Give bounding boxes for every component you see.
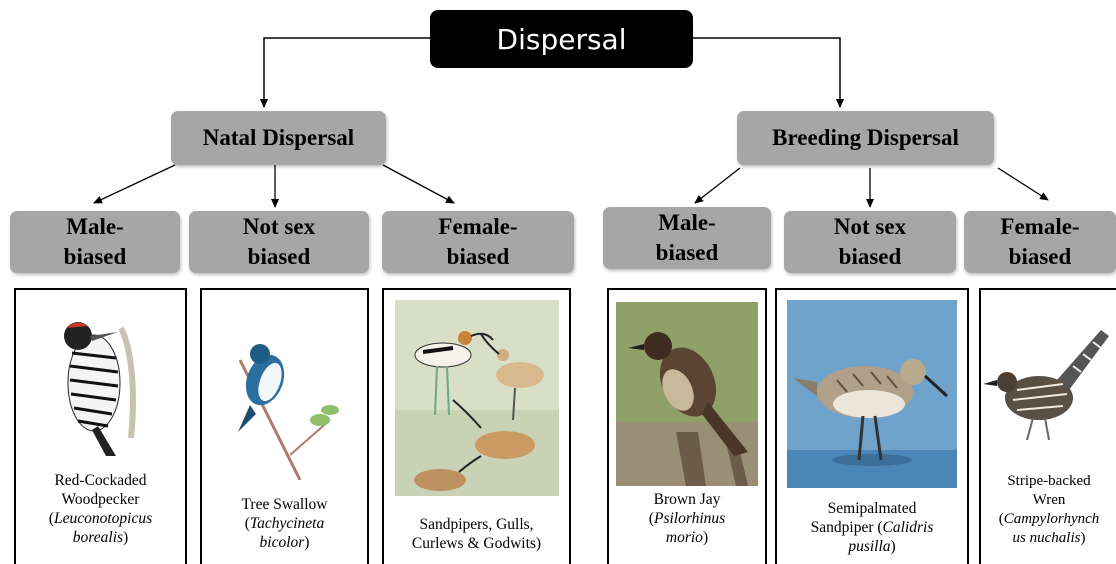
root-node-dispersal: Dispersal [430, 10, 693, 68]
species-caption-semipalmated-sandpiper: Semipalmated Sandpiper (Calidris pusilla… [779, 499, 965, 556]
breeding-male-biased-node: Male-biased [603, 207, 771, 269]
species-card-shorebirds: Sandpipers, Gulls, Curlews & Godwits) [382, 288, 571, 564]
species-card-stripe-backed-wren: Stripe-backed Wren (Campylorhynch us nuc… [979, 288, 1116, 564]
natal-female-biased-node: Female-biased [382, 211, 574, 273]
species-card-tree-swallow: Tree Swallow (Tachycineta bicolor) [200, 288, 369, 564]
woodpecker-icon [36, 308, 166, 458]
species-caption-tree-swallow: Tree Swallow (Tachycineta bicolor) [204, 495, 365, 552]
species-caption-woodpecker: Red-Cockaded Woodpecker (Leuconotopicus … [18, 471, 183, 547]
shorebirds-icon [395, 300, 559, 496]
natal-to-female-arrow [383, 165, 454, 203]
root-to-natal-arrow [264, 38, 430, 107]
species-card-semipalmated-sandpiper: Semipalmated Sandpiper (Calidris pusilla… [775, 288, 969, 564]
breeding-dispersal-node: Breeding Dispersal [737, 111, 994, 165]
sandpiper-icon [787, 300, 957, 488]
root-to-breeding-arrow [693, 38, 840, 107]
jay-icon [616, 302, 758, 486]
breeding-to-male-arrow [695, 168, 740, 203]
wren-icon [983, 320, 1115, 450]
breeding-female-biased-node: Female-biased [964, 211, 1116, 273]
species-caption-stripe-backed-wren: Stripe-backed Wren (Campylorhynch us nuc… [983, 472, 1115, 548]
natal-to-male-arrow [94, 165, 175, 203]
species-caption-brown-jay: Brown Jay (Psilorhinus morio) [611, 490, 763, 547]
species-caption-shorebirds: Sandpipers, Gulls, Curlews & Godwits) [386, 515, 567, 553]
breeding-to-female-arrow [998, 168, 1048, 200]
species-card-woodpecker: Red-Cockaded Woodpecker (Leuconotopicus … [14, 288, 187, 564]
swallow-icon [220, 320, 350, 480]
natal-male-biased-node: Male-biased [10, 211, 180, 273]
species-card-brown-jay: Brown Jay (Psilorhinus morio) [607, 288, 767, 564]
natal-dispersal-node: Natal Dispersal [171, 111, 386, 165]
